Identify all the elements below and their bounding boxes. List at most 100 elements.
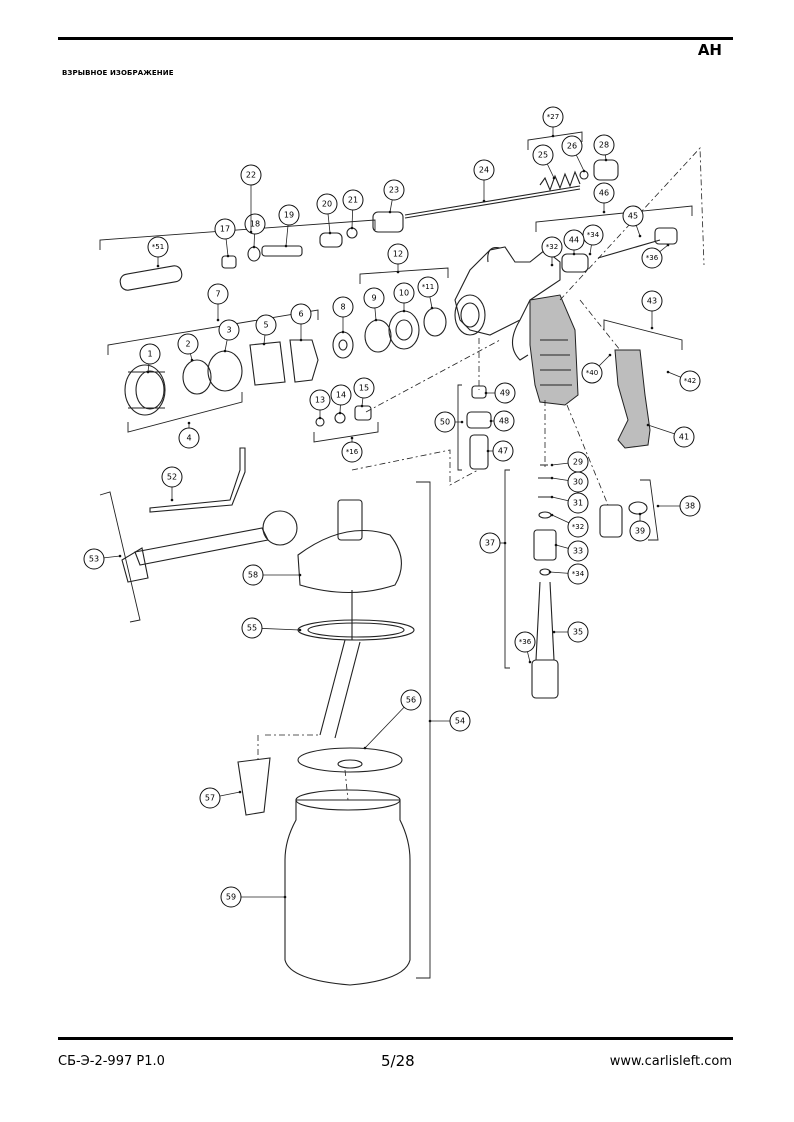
callout-circle: [332, 296, 354, 318]
callout-circle: [567, 471, 589, 493]
callout-label: 35: [573, 628, 583, 637]
callout-23: 23: [383, 179, 405, 214]
callout-leader-dot: [572, 252, 576, 256]
callout-38: 38: [656, 495, 701, 517]
callout-label: *51: [152, 243, 164, 251]
callout-circle: [641, 247, 663, 269]
callout-leader-dot: [503, 541, 507, 545]
callout-7: 7: [207, 283, 229, 322]
callout-label: 48: [499, 417, 509, 426]
callout-circle: [434, 411, 456, 433]
callout-circle: [383, 179, 405, 201]
callout-label: *32: [546, 243, 558, 251]
callout-34b: *34: [582, 224, 604, 256]
callout-label: 44: [569, 236, 579, 245]
callout-leader-dot: [223, 349, 227, 353]
callout-leader-dot: [552, 630, 556, 634]
callout-label: 39: [635, 527, 645, 536]
callout-leader-dot: [190, 358, 194, 362]
callout-17: 17: [214, 218, 236, 258]
callout-18: 18: [244, 213, 266, 249]
callout-label: 5: [263, 321, 268, 330]
callout-label: 6: [298, 310, 303, 319]
callout-leader-dot: [554, 543, 558, 547]
callout-58: 58: [242, 564, 302, 586]
callout-label: 55: [247, 624, 257, 633]
callout-5: 5: [255, 314, 277, 346]
callout-leader-dot: [338, 411, 342, 415]
callout-leader-dot: [608, 353, 612, 357]
callout-34a: *34: [548, 563, 589, 585]
callout-leader-dot: [350, 226, 354, 230]
callout-leader-dot: [602, 210, 606, 214]
callout-label: *36: [646, 254, 659, 262]
callout-circle: [492, 440, 514, 462]
callout-leader-dot: [484, 391, 488, 395]
callout-leader-dot: [548, 570, 552, 574]
callout-circle: [290, 303, 312, 325]
callout-24: 24: [473, 159, 495, 203]
callout-circle: [278, 204, 300, 226]
callout-label: 13: [315, 396, 325, 405]
callout-label: 14: [336, 391, 346, 400]
callout-leader-dot: [666, 370, 670, 374]
callout-1: 1: [139, 343, 161, 374]
callout-label: 24: [479, 166, 489, 175]
callout-circle: [393, 282, 415, 304]
gun-body-drawing: [119, 159, 678, 986]
website-url: www.carlisleft.com: [609, 1054, 732, 1069]
callout-28: 28: [593, 134, 615, 162]
callout-leader-dot: [341, 330, 345, 334]
callout-leader-dot: [656, 504, 660, 508]
callout-label: 52: [167, 473, 177, 482]
callout-33: 33: [554, 540, 589, 562]
callout-41: 41: [646, 423, 695, 448]
callout-label: 7: [215, 290, 220, 299]
callout-label: *34: [572, 570, 585, 578]
callout-6: 6: [290, 303, 312, 342]
callout-36b: *36: [641, 243, 670, 269]
language-code: AH: [697, 41, 722, 59]
callout-39: 39: [629, 512, 651, 542]
callout-13: 13: [309, 389, 331, 420]
callout-26: 26: [561, 135, 586, 173]
callout-circle: [244, 213, 266, 235]
callout-leader-dot: [489, 419, 493, 423]
callout-circle: [629, 520, 651, 542]
callout-circle: [330, 384, 352, 406]
callout-label: 10: [399, 289, 409, 298]
callout-label: 33: [573, 547, 583, 556]
callout-label: 19: [284, 211, 294, 220]
callout-label: 56: [406, 696, 416, 705]
callout-leader-dot: [550, 463, 554, 467]
callout-leader-dot: [550, 476, 554, 480]
section-title: ВЗРЫВНОЕ ИЗОБРАЖЕНИЕ: [62, 69, 174, 77]
callout-29: 29: [550, 451, 589, 473]
callout-label: 20: [322, 200, 332, 209]
callout-circle: [199, 787, 221, 809]
callout-14: 14: [330, 384, 352, 415]
callout-circle: [593, 134, 615, 156]
callout-circle: [139, 343, 161, 365]
callout-leader-dot: [363, 746, 367, 750]
callout-49: 49: [484, 382, 516, 404]
callout-9: 9: [363, 287, 385, 322]
callout-leader-dot: [328, 231, 332, 235]
callout-51: *51: [147, 236, 169, 268]
callout-circle: [309, 389, 331, 411]
callout-10: 10: [393, 282, 415, 313]
callout-label: *11: [422, 283, 434, 291]
callout-leader-dot: [551, 134, 555, 138]
callout-circle: [400, 689, 422, 711]
callout-circle: [161, 466, 183, 488]
callout-circle: [83, 548, 105, 570]
callout-label: 28: [599, 141, 609, 150]
callout-leader-dot: [552, 176, 556, 180]
callout-leader-dot: [298, 628, 302, 632]
callout-label: 50: [440, 418, 450, 427]
callout-circle: [449, 710, 471, 732]
callout-label: 47: [498, 447, 508, 456]
callout-label: 30: [573, 478, 583, 487]
